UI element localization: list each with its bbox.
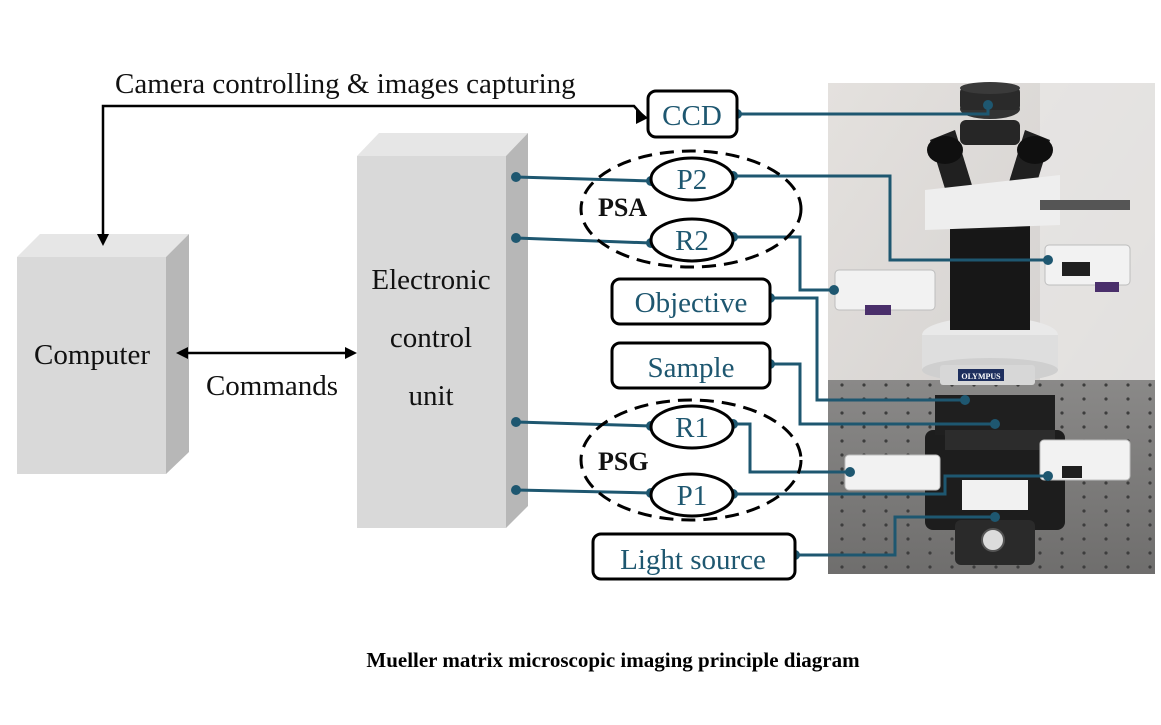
r1-line-left [515, 420, 652, 428]
camera-link-label: Camera controlling & images capturing [115, 68, 576, 100]
p1-ellipse: P1 [649, 472, 735, 518]
dot [960, 395, 970, 405]
dot [1043, 471, 1053, 481]
p1-line-right [733, 474, 1048, 496]
camera-control-connector: Camera controlling & images capturing [97, 68, 648, 246]
arrow-left-icon [176, 347, 188, 359]
dot [511, 485, 521, 495]
arrow-right-icon [636, 108, 648, 124]
ccd-box: CCD [646, 89, 739, 139]
objective-label: Objective [635, 287, 748, 319]
arrow-down-icon [97, 234, 109, 246]
light-source-line [795, 515, 995, 557]
psg-group: PSG [579, 398, 803, 522]
computer-label: Computer [34, 339, 150, 371]
p1-line-left [515, 488, 652, 495]
psa-label: PSA [598, 193, 647, 222]
p2-ellipse: P2 [649, 156, 735, 202]
dot [511, 172, 521, 182]
r2-label: R2 [675, 225, 709, 257]
dot [511, 417, 521, 427]
p2-line-right [733, 174, 1048, 262]
dot [829, 285, 839, 295]
control-unit-label-line1: Electronic [371, 264, 490, 296]
sample-line [770, 362, 995, 426]
p2-line-left [515, 175, 652, 183]
commands-connector: Commands [176, 347, 357, 402]
microscope-photo: OLYMPUS [828, 82, 1155, 574]
r1-label: R1 [675, 412, 709, 444]
r2-line-right [733, 235, 834, 292]
sample-box: Sample [610, 341, 772, 390]
dot [1043, 255, 1053, 265]
p1-label: P1 [677, 480, 708, 512]
objective-box: Objective [610, 277, 772, 326]
dot [990, 419, 1000, 429]
r1-ellipse: R1 [649, 404, 735, 450]
r2-line-left [515, 236, 652, 245]
dot [511, 233, 521, 243]
dot [845, 467, 855, 477]
commands-label: Commands [206, 370, 338, 402]
computer-box: Computer [17, 234, 189, 474]
objective-line [770, 296, 965, 402]
control-unit-box: Electronic control unit [357, 133, 528, 528]
sample-label: Sample [648, 352, 735, 384]
psa-group: PSA [579, 149, 803, 269]
light-source-box: Light source [591, 532, 797, 581]
connection-lines [515, 105, 1048, 557]
ccd-label: CCD [662, 100, 722, 132]
control-unit-label-line3: unit [408, 380, 453, 412]
dot [990, 512, 1000, 522]
psg-label: PSG [598, 447, 649, 476]
arrow-right-icon [345, 347, 357, 359]
control-unit-label-line2: control [390, 322, 472, 354]
r2-ellipse: R2 [649, 217, 735, 263]
microscope-brand: OLYMPUS [961, 372, 1001, 381]
light-source-label: Light source [620, 544, 766, 576]
figure-caption: Mueller matrix microscopic imaging princ… [366, 648, 860, 672]
p2-label: P2 [677, 164, 708, 196]
dot [983, 100, 993, 110]
